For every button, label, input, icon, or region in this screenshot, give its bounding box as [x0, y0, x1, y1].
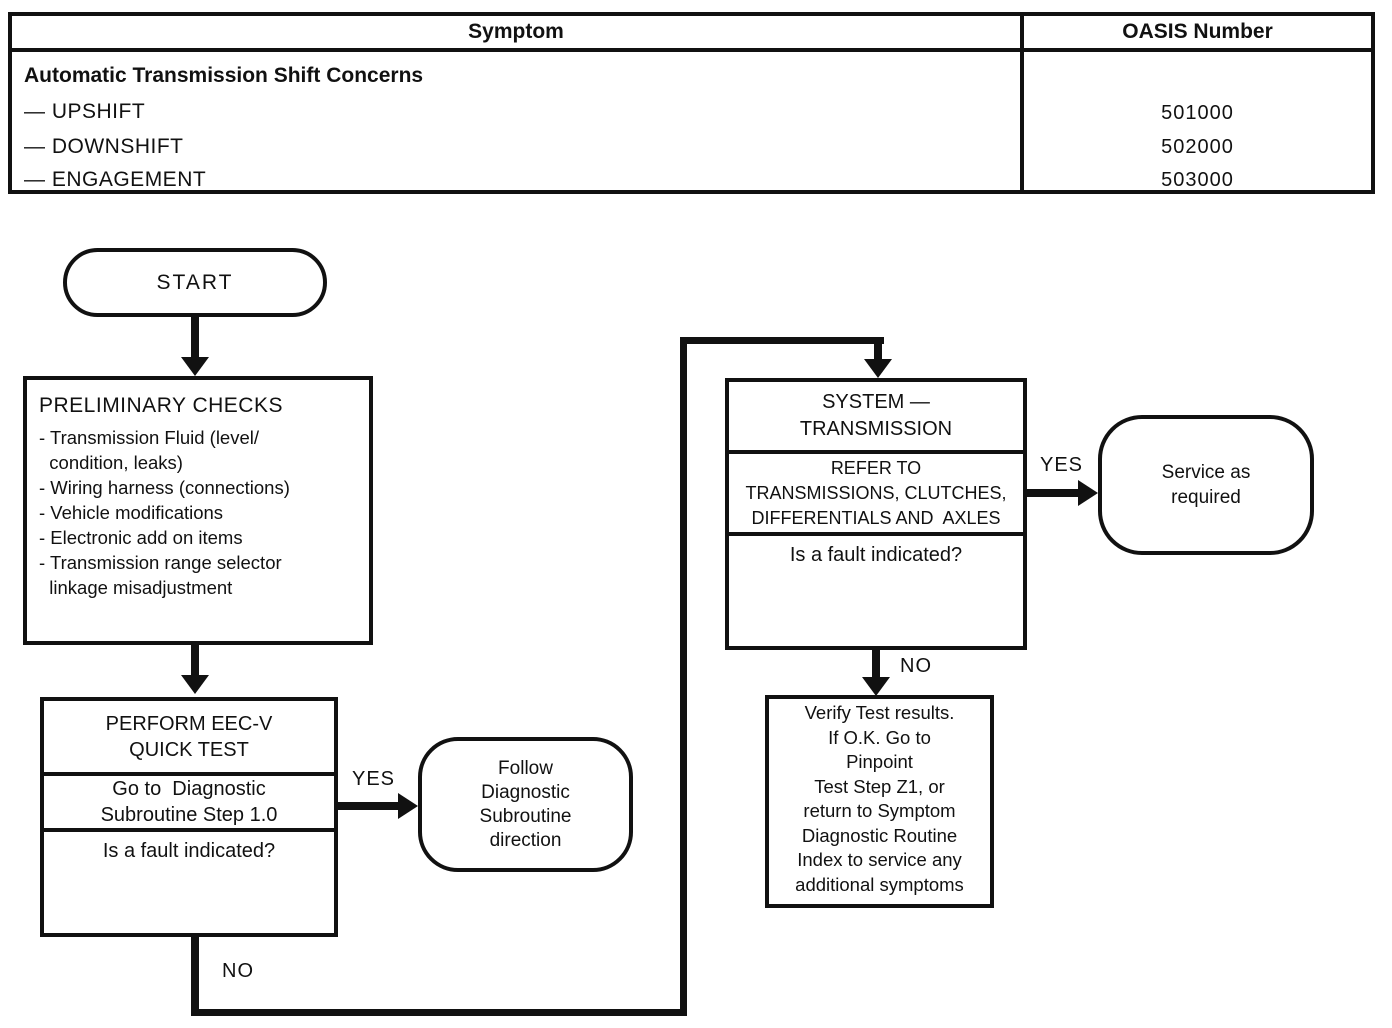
connector-start-to-preliminary	[191, 316, 199, 358]
system-transmission-title: SYSTEM — TRANSMISSION	[799, 391, 953, 440]
yes-branch-label: YES	[1040, 454, 1084, 476]
system-transmission-question: Is a fault indicated?	[729, 532, 1023, 646]
arrowhead-right-icon	[1078, 480, 1098, 506]
oasis-column-header: OASIS Number	[1122, 20, 1273, 43]
table-row-oasis-number: 503000	[1161, 169, 1234, 191]
table-row-symptom: — UPSHIFT	[24, 100, 146, 123]
yes-branch-label: YES	[352, 768, 396, 790]
table-group-title: Automatic Transmission Shift Concerns	[24, 64, 424, 87]
connector-into-system	[874, 340, 882, 360]
no-branch-label: NO	[900, 655, 932, 677]
preliminary-checks-title: PRELIMINARY CHECKS	[39, 394, 283, 417]
connector-eec-no-up	[680, 337, 687, 1016]
arrowhead-down-icon	[181, 357, 209, 376]
arrowhead-right-icon	[398, 793, 418, 819]
follow-subroutine-node: Follow Diagnostic Subroutine direction	[418, 737, 633, 872]
table-header-divider	[12, 48, 1371, 52]
preliminary-check-item: - Electronic add on items	[39, 527, 243, 548]
preliminary-checks-node: PRELIMINARY CHECKS - Transmission Fluid …	[23, 376, 373, 645]
connector-eec-yes-to-follow	[338, 802, 398, 810]
arrowhead-down-icon	[864, 359, 892, 378]
arrowhead-down-icon	[862, 677, 890, 696]
preliminary-check-item: - Wiring harness (connections)	[39, 477, 290, 498]
symptom-oasis-table: Symptom OASIS Number Automatic Transmiss…	[8, 12, 1375, 194]
eec-quick-test-title: PERFORM EEC-V QUICK TEST	[105, 712, 273, 761]
table-row-symptom: — ENGAGEMENT	[24, 168, 207, 191]
connector-eec-no-top	[680, 337, 884, 344]
system-transmission-action: REFER TO TRANSMISSIONS, CLUTCHES, DIFFER…	[729, 450, 1023, 532]
connector-eec-no-down	[191, 937, 199, 1016]
eec-quick-test-node: PERFORM EEC-V QUICK TEST Go to Diagnosti…	[40, 697, 338, 937]
preliminary-check-item: - Transmission Fluid (level/ condition, …	[39, 427, 260, 473]
connector-eec-no-bottom	[191, 1009, 687, 1016]
table-row-oasis-number: 502000	[1161, 136, 1234, 158]
symptom-column-header: Symptom	[468, 20, 564, 43]
verify-test-results-node: Verify Test results. If O.K. Go to Pinpo…	[765, 695, 994, 908]
no-branch-label: NO	[222, 960, 254, 982]
eec-quick-test-action: Go to Diagnostic Subroutine Step 1.0	[44, 772, 334, 828]
table-row-oasis-number: 501000	[1161, 102, 1234, 124]
table-row-symptom: — DOWNSHIFT	[24, 135, 184, 158]
eec-quick-test-question: Is a fault indicated?	[44, 828, 334, 933]
start-node: START	[63, 248, 327, 317]
preliminary-check-item: - Transmission range selector linkage mi…	[39, 552, 282, 598]
service-as-required-node: Service as required	[1098, 415, 1314, 555]
connector-preliminary-to-eec	[191, 644, 199, 676]
connector-system-yes-to-service	[1027, 489, 1079, 497]
preliminary-check-item: - Vehicle modifications	[39, 502, 224, 523]
system-transmission-node: SYSTEM — TRANSMISSION REFER TO TRANSMISS…	[725, 378, 1027, 650]
table-column-divider	[1020, 16, 1024, 190]
connector-system-no-to-verify	[872, 650, 880, 678]
arrowhead-down-icon	[181, 675, 209, 694]
